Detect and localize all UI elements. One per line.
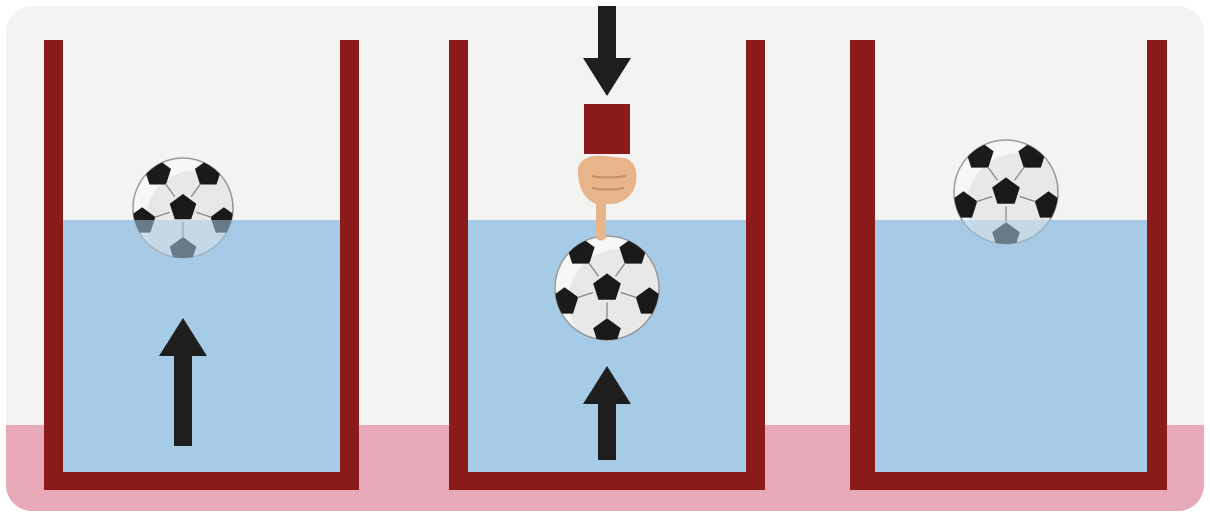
plunger-block: [584, 104, 630, 154]
water-tint-right: [875, 220, 1147, 250]
water-right: [875, 220, 1147, 472]
water-tint-left: [63, 220, 340, 280]
arrow-shaft: [598, 4, 616, 58]
arrow-shaft: [598, 404, 616, 460]
arrow-shaft: [174, 356, 192, 446]
